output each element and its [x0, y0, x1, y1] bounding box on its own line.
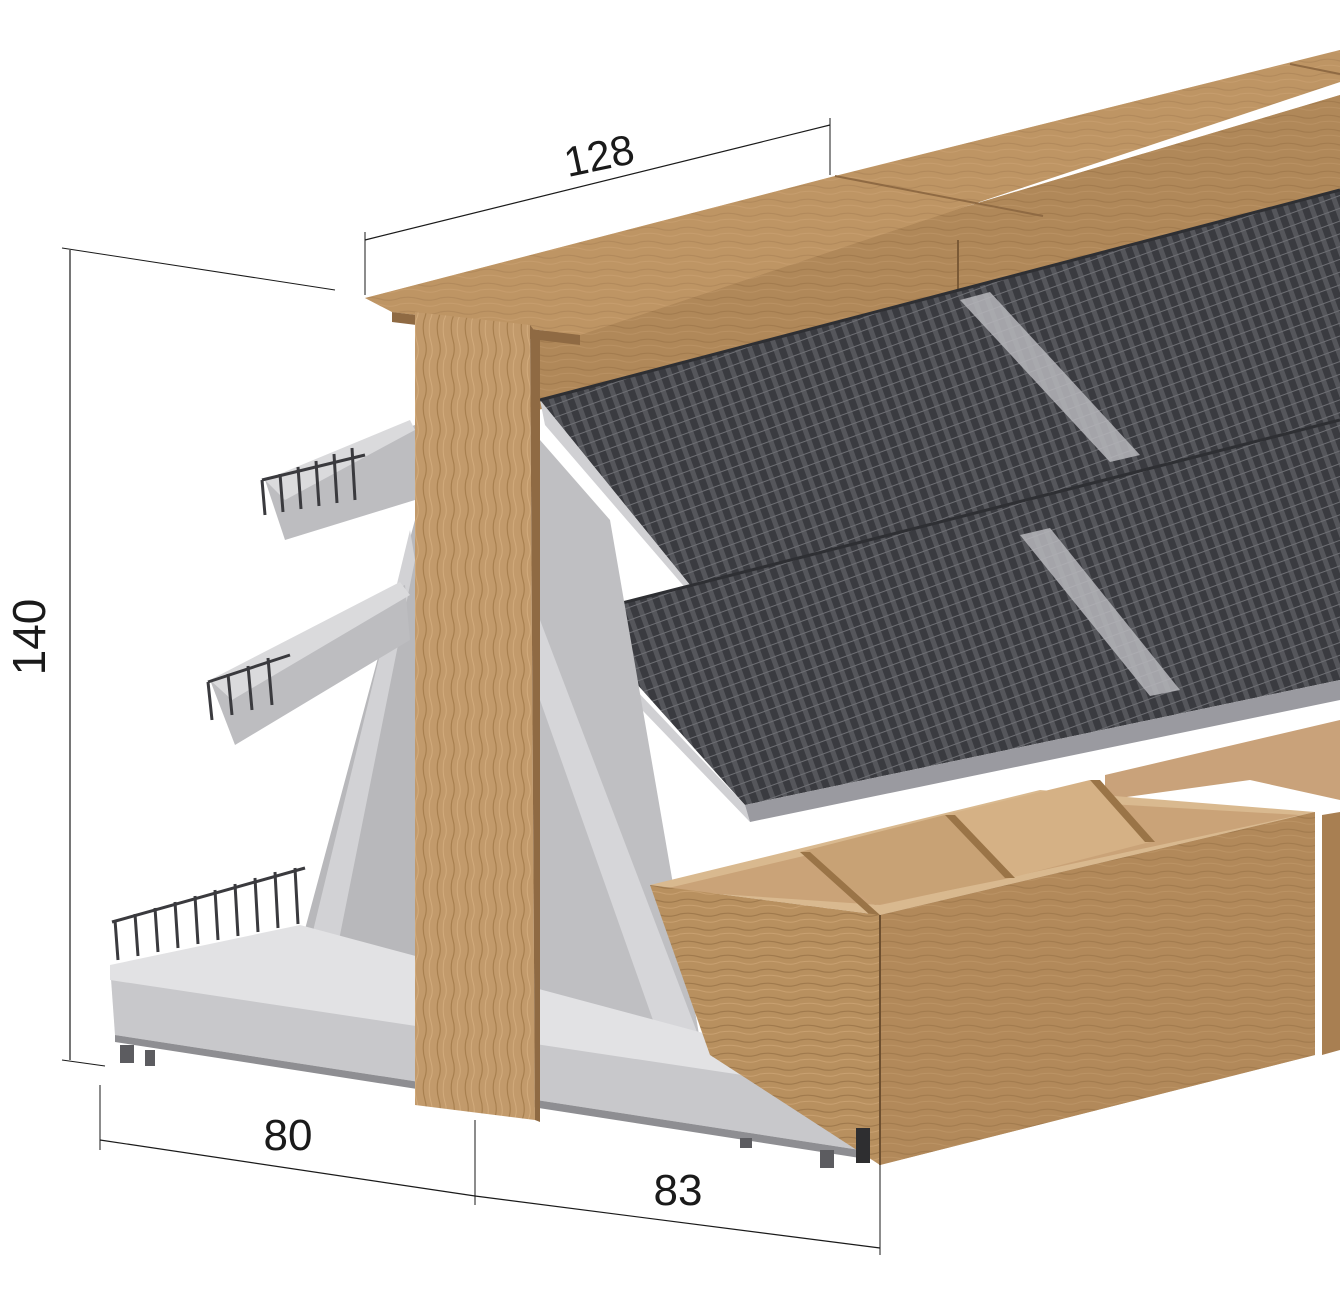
dimension-bin-depth: 83 [474, 1165, 881, 1255]
left-wire-tray-bottom [111, 866, 306, 961]
wooden-post [415, 312, 540, 1122]
dim-label-base-depth: 80 [264, 1111, 313, 1160]
wooden-bins [650, 720, 1340, 1165]
dim-label-height: 140 [3, 599, 55, 676]
dim-label-top-length: 128 [560, 125, 638, 186]
dimension-height: 140 [3, 247, 336, 1067]
dim-label-bin-depth: 83 [654, 1166, 703, 1215]
dimension-base-depth: 80 [99, 1085, 476, 1205]
left-wire-tray-upper [260, 420, 415, 540]
left-wire-tray-middle [206, 582, 410, 745]
